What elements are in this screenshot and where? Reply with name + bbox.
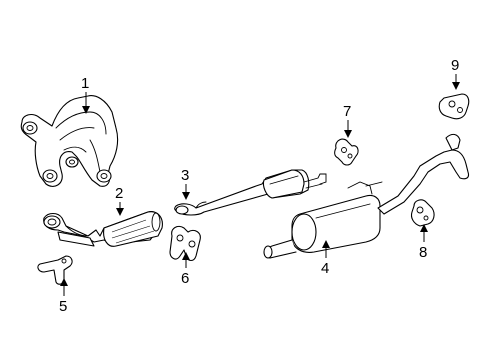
arrowhead-2 — [116, 208, 124, 216]
callout-9: 9 — [451, 57, 459, 74]
part-5-bracket — [37, 255, 73, 285]
arrowhead-6 — [182, 252, 190, 260]
part-4-muffler-assembly — [263, 133, 470, 259]
arrowhead-1 — [82, 106, 90, 114]
arrowhead-3 — [182, 192, 190, 200]
part-1-exhaust-manifold — [20, 95, 119, 187]
callout-leaders — [60, 74, 460, 296]
callout-6: 6 — [181, 270, 189, 287]
arrowhead-8 — [420, 224, 428, 232]
callout-3: 3 — [181, 167, 189, 184]
part-6-hanger — [169, 225, 201, 262]
callout-labels: 1 2 3 4 5 6 7 8 9 — [59, 57, 459, 315]
part-8-hanger — [410, 199, 435, 227]
arrowhead-5 — [60, 278, 68, 286]
part-3-intermediate-pipe — [174, 169, 327, 216]
callout-8: 8 — [419, 244, 427, 261]
part-2-catalytic-converter — [43, 211, 163, 247]
callout-4: 4 — [321, 260, 329, 277]
arrowhead-9 — [452, 82, 460, 90]
callout-1: 1 — [81, 75, 89, 92]
part-7-hanger — [334, 138, 359, 166]
arrowhead-7 — [344, 130, 352, 138]
callout-2: 2 — [115, 185, 123, 202]
part-9-hanger — [438, 93, 470, 120]
callout-5: 5 — [59, 298, 67, 315]
arrowhead-4 — [322, 240, 330, 248]
callout-7: 7 — [343, 103, 351, 120]
